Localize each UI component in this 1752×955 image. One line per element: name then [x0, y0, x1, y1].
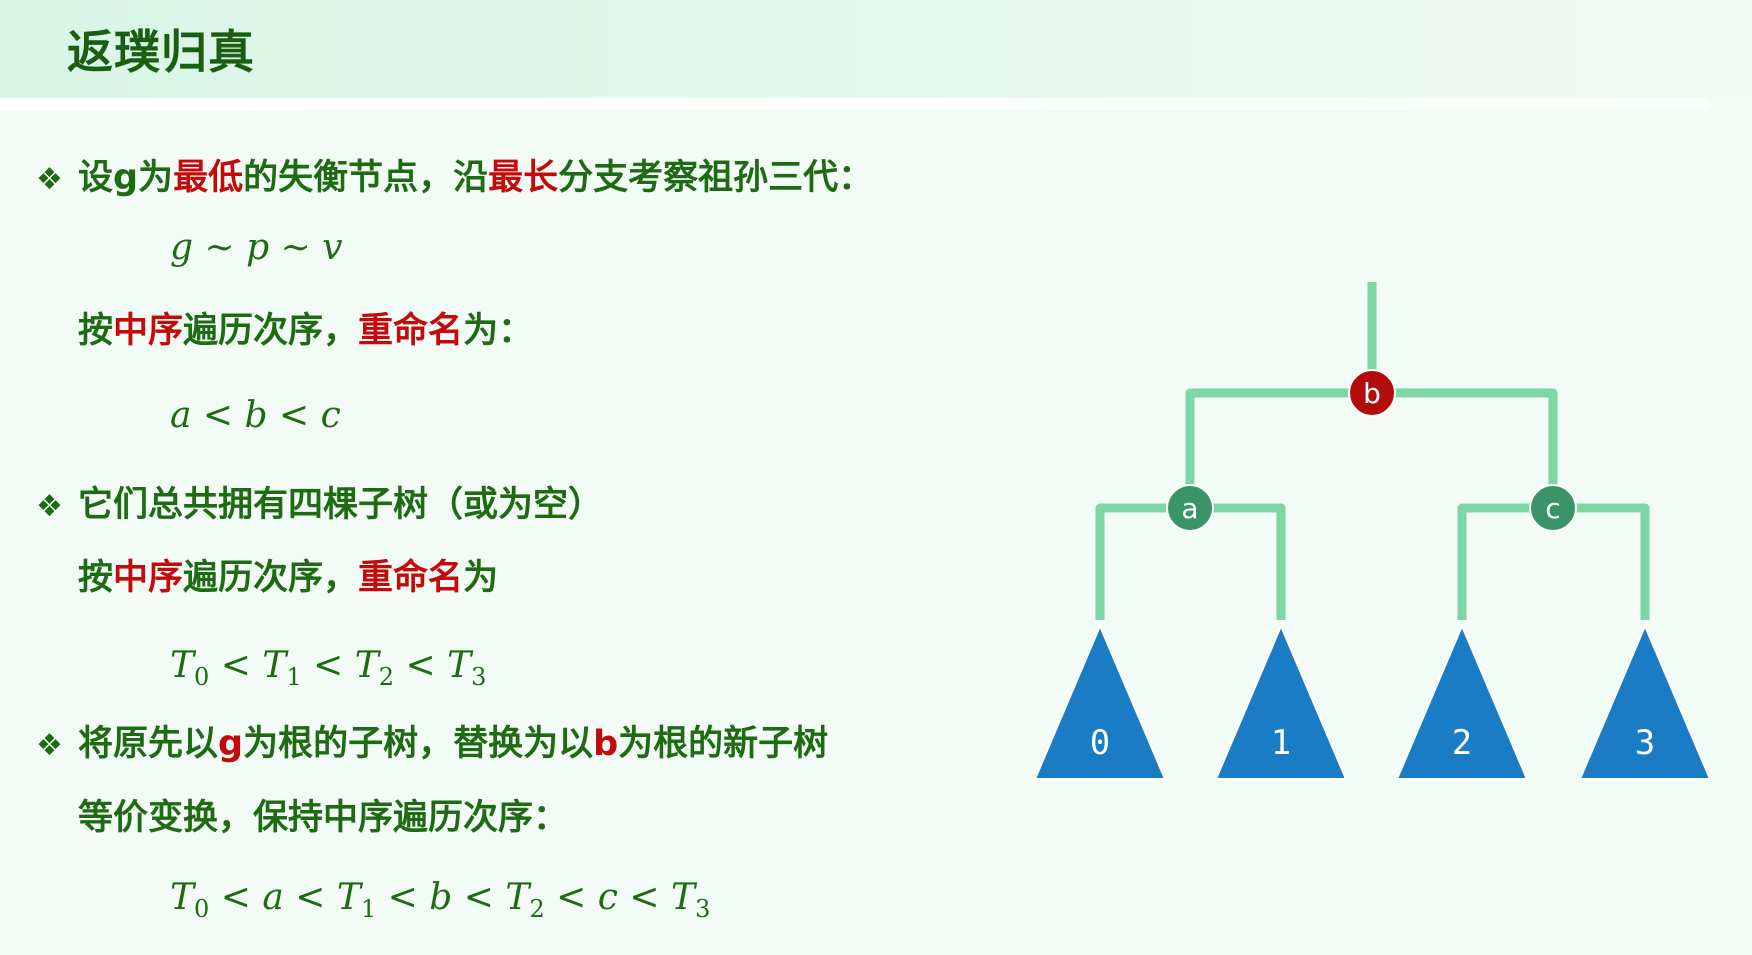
highlight-longest: 最长	[488, 158, 559, 198]
formula-token: <	[220, 645, 251, 686]
bullet-icon: ❖	[36, 162, 63, 197]
formula-token: a	[262, 877, 284, 918]
formula-token: <	[313, 645, 344, 686]
item3-line2: 等价变换，保持中序遍历次序：	[78, 798, 569, 838]
subtree-0	[1033, 623, 1167, 780]
text-part: 将原先以	[78, 724, 219, 764]
formula-token: T	[671, 877, 696, 918]
highlight-rename: 重命名	[358, 311, 464, 351]
formula-token: 2	[378, 663, 395, 692]
formula-token: <	[629, 877, 660, 918]
node-c	[1529, 484, 1577, 532]
formula-token: b	[429, 877, 453, 918]
formula-token: 2	[529, 895, 545, 924]
formula-token: <	[295, 877, 326, 918]
page-title: 返璞归真	[67, 25, 255, 79]
subtree-1	[1214, 623, 1348, 780]
text-part: 的失衡节点，沿	[243, 158, 489, 198]
subtree-2	[1395, 623, 1529, 780]
formula-token: T	[505, 877, 530, 918]
text-part: 按	[78, 311, 114, 351]
text-part: 遍历次序，	[183, 558, 359, 598]
subtree-label: 2	[1452, 723, 1472, 763]
formula-subtrees: T0 < T1 < T2 < T3	[170, 645, 487, 692]
text-part: 为	[463, 558, 499, 598]
formula-token: <	[220, 877, 251, 918]
tree-nodes: b a c	[1166, 369, 1577, 532]
formula-token: T	[170, 645, 195, 686]
item1-rename-text: 按中序遍历次序，重命名为：	[78, 314, 533, 349]
item2-text: 它们总共拥有四棵子树（或为空）	[78, 485, 604, 525]
node-label: b	[1363, 377, 1381, 410]
formula-token: <	[387, 877, 418, 918]
text-part: 遍历次序，	[183, 311, 359, 351]
highlight-b: b	[593, 724, 619, 764]
bullet-icon: ❖	[36, 489, 63, 524]
node-label: a	[1181, 492, 1198, 525]
bullet-icon: ❖	[36, 728, 63, 763]
node-label: c	[1545, 492, 1560, 525]
subtree-label: 3	[1635, 723, 1655, 763]
tree-edges	[1095, 282, 1650, 620]
formula-token: T	[170, 877, 195, 918]
formula-token: <	[463, 877, 494, 918]
formula-token: 1	[286, 663, 302, 692]
item1-text: 设g为最低的失衡节点，沿最长分支考察祖孙三代：	[78, 161, 873, 196]
formula-abc: a < b < c	[170, 395, 341, 436]
formula-token: T	[262, 645, 287, 686]
formula-gpv: g ∼ p ∼ v	[170, 227, 343, 268]
highlight-inorder: 中序	[113, 558, 184, 598]
highlight-lowest: 最低	[173, 158, 244, 198]
subtree-3	[1578, 623, 1712, 780]
text-part: 为根的新子树	[618, 724, 829, 764]
formula-token: 3	[471, 663, 487, 692]
node-a	[1166, 484, 1214, 532]
formula-token: 0	[194, 663, 210, 692]
formula-token: T	[447, 645, 472, 686]
node-b	[1348, 369, 1396, 417]
text-part: 分支考察祖孙三代：	[558, 158, 874, 198]
formula-inorder: T0 < a < T1 < b < T2 < c < T3	[170, 877, 711, 924]
subtree-label: 0	[1090, 723, 1110, 763]
item2-rename-text: 按中序遍历次序，重命名为	[78, 561, 498, 596]
highlight-rename: 重命名	[358, 558, 464, 598]
formula-token: 1	[360, 895, 377, 924]
text-part: 设g为	[78, 158, 174, 198]
formula-token: 0	[194, 895, 210, 924]
header-band	[0, 0, 1752, 98]
header-divider	[0, 98, 1710, 110]
formula-token: 3	[695, 895, 711, 924]
text-part: 为根的子树，替换为以	[243, 724, 594, 764]
text-part: 按	[78, 558, 114, 598]
formula-token: <	[405, 645, 436, 686]
subtrees: 0 1 2 3	[1033, 623, 1712, 780]
formula-token: T	[354, 645, 379, 686]
highlight-g: g	[218, 724, 244, 764]
formula-token: <	[556, 877, 587, 918]
highlight-inorder: 中序	[113, 311, 184, 351]
item3-text: 将原先以g为根的子树，替换为以b为根的新子树	[78, 727, 828, 762]
formula-token: T	[336, 877, 361, 918]
subtree-label: 1	[1271, 723, 1291, 763]
formula-token: c	[597, 877, 618, 918]
text-part: 为：	[463, 311, 534, 351]
